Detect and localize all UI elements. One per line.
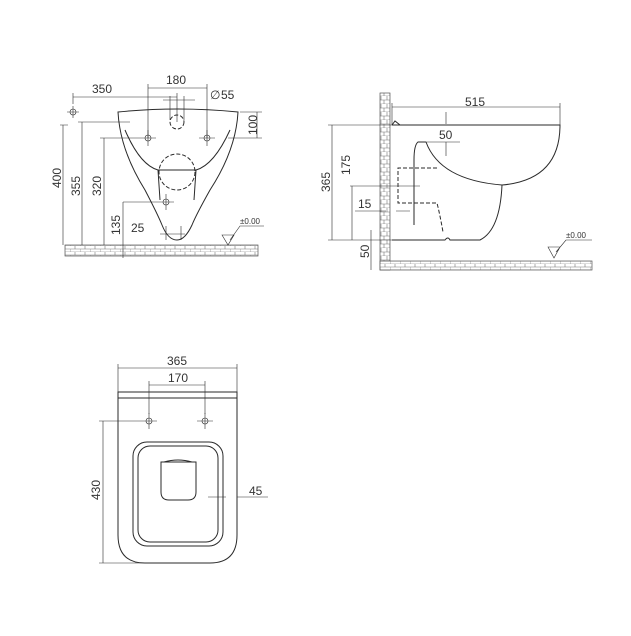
floor-hatch — [64, 244, 259, 257]
dim-365: 365 — [319, 172, 333, 192]
seat-opening — [132, 441, 224, 547]
toilet-profile — [392, 124, 561, 241]
floor-hatch — [379, 260, 593, 271]
dim-515: 515 — [465, 95, 485, 109]
dim-50-top: 50 — [439, 128, 453, 142]
bottom-view: 365 170 430 45 — [89, 354, 268, 564]
wall-hatch — [379, 92, 391, 271]
outlet-circle — [158, 153, 196, 191]
dim-15: 15 — [358, 197, 372, 211]
dim-180: 180 — [166, 73, 186, 87]
side-view: 515 50 365 175 15 50 ±0.00 — [319, 92, 593, 271]
dim-55: 55 — [221, 88, 235, 102]
dim-350: 350 — [92, 82, 112, 96]
bowl-outline-top — [117, 391, 238, 564]
dim-355: 355 — [69, 176, 83, 196]
dim-175: 175 — [339, 155, 353, 175]
dim-430: 430 — [89, 480, 103, 500]
level-marker: ±0.00 — [240, 217, 261, 226]
dim-170: 170 — [168, 371, 188, 385]
dim-100: 100 — [246, 115, 260, 135]
outlet — [160, 461, 197, 501]
dim-45: 45 — [249, 484, 263, 498]
dim-400: 400 — [50, 168, 64, 188]
dim-50-bottom: 50 — [358, 244, 372, 258]
dim-25: 25 — [131, 221, 145, 235]
diameter-symbol: ∅ — [210, 88, 220, 102]
level-marker: ±0.00 — [566, 231, 587, 240]
dim-135: 135 — [109, 215, 123, 235]
bowl-outline — [117, 108, 239, 241]
front-view: 350 180 ∅ 55 100 400 355 320 135 25 ±0.0… — [50, 73, 264, 258]
dim-320: 320 — [90, 176, 104, 196]
dim-365: 365 — [167, 354, 187, 368]
